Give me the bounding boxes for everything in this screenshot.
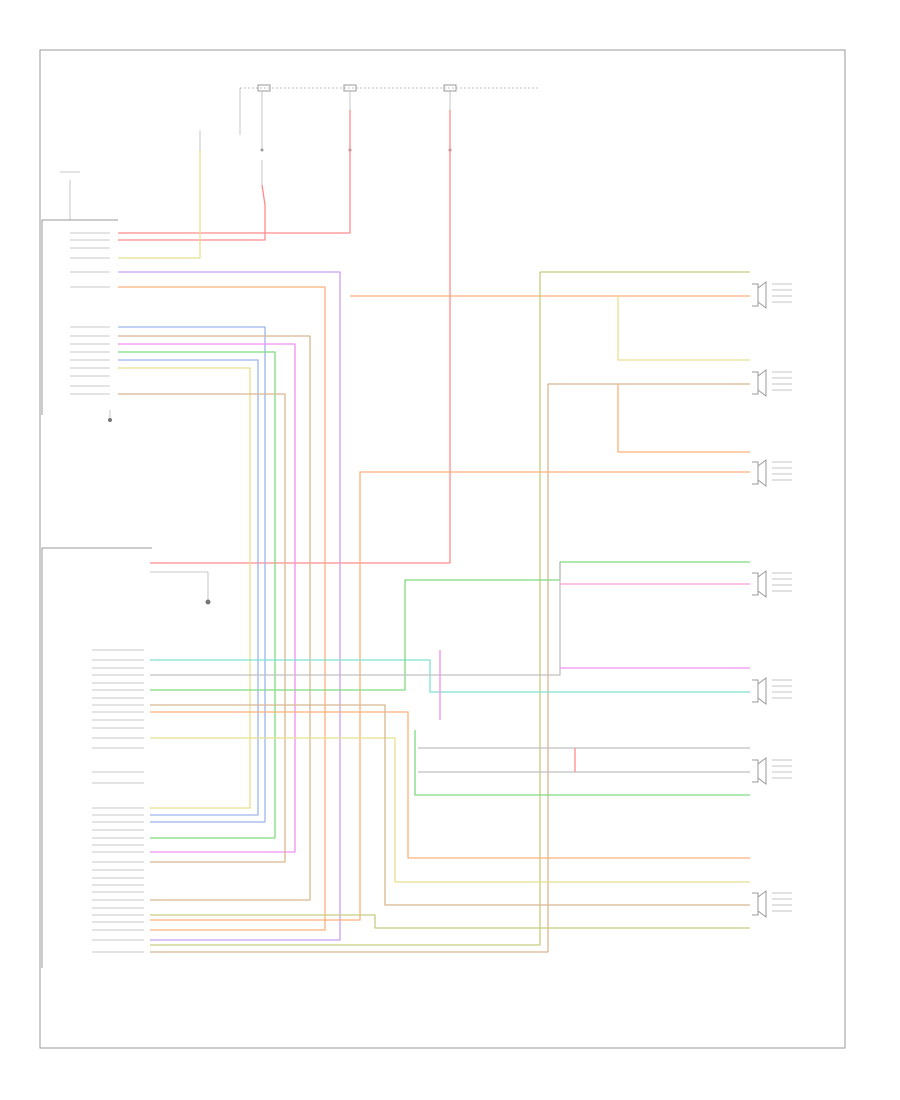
wire-tan-2 — [118, 335, 311, 901]
wire-teal — [150, 659, 750, 693]
ground-symbol-amp — [150, 571, 211, 605]
pin-label-stubs — [70, 232, 144, 953]
speaker-right-rear-door — [752, 677, 792, 705]
wire-tan-3 — [118, 393, 286, 863]
wire-orange-speaker-2 — [118, 286, 326, 931]
wire-yellow-3 — [118, 367, 251, 809]
wire-violet — [118, 271, 341, 941]
wire-orange-5 — [150, 711, 750, 859]
speaker-left-rear-door — [752, 570, 792, 598]
wire-blue-1 — [118, 326, 266, 823]
wire-orange-3 — [617, 384, 750, 453]
wire-green-2 — [150, 561, 750, 691]
wire-red-mid — [118, 110, 351, 234]
wire-yellow-4 — [150, 737, 750, 883]
wires-group — [118, 110, 750, 953]
speaker-left-front-door — [752, 281, 792, 309]
speaker-right-rear — [752, 890, 792, 918]
wire-blue-2 — [118, 359, 259, 816]
wire-tan-1 — [150, 383, 750, 953]
wire-orange-4 — [150, 471, 750, 921]
wire-tan-4 — [150, 704, 750, 906]
amplifier-box — [41, 547, 152, 968]
radio-connector-box — [41, 219, 118, 415]
speaker-center-instrument — [752, 369, 792, 397]
wire-grey-1 — [150, 562, 561, 676]
wire-magenta — [118, 343, 296, 853]
wire-yellow-1 — [118, 150, 201, 259]
ground-symbol-radio — [108, 410, 112, 422]
wire-red-top — [118, 184, 266, 241]
speakers-group — [752, 281, 792, 918]
wire-green-1 — [118, 351, 276, 839]
speaker-left-rear — [752, 757, 792, 785]
wire-green-3 — [414, 730, 750, 796]
wire-yellow-2 — [617, 296, 750, 361]
component-boxes — [41, 219, 152, 968]
fuse-block-area — [60, 84, 540, 220]
speaker-right-front-door — [752, 459, 792, 487]
wire-green-4 — [150, 914, 750, 929]
diagram-frame — [39, 49, 846, 1049]
wire-olive — [150, 271, 750, 946]
